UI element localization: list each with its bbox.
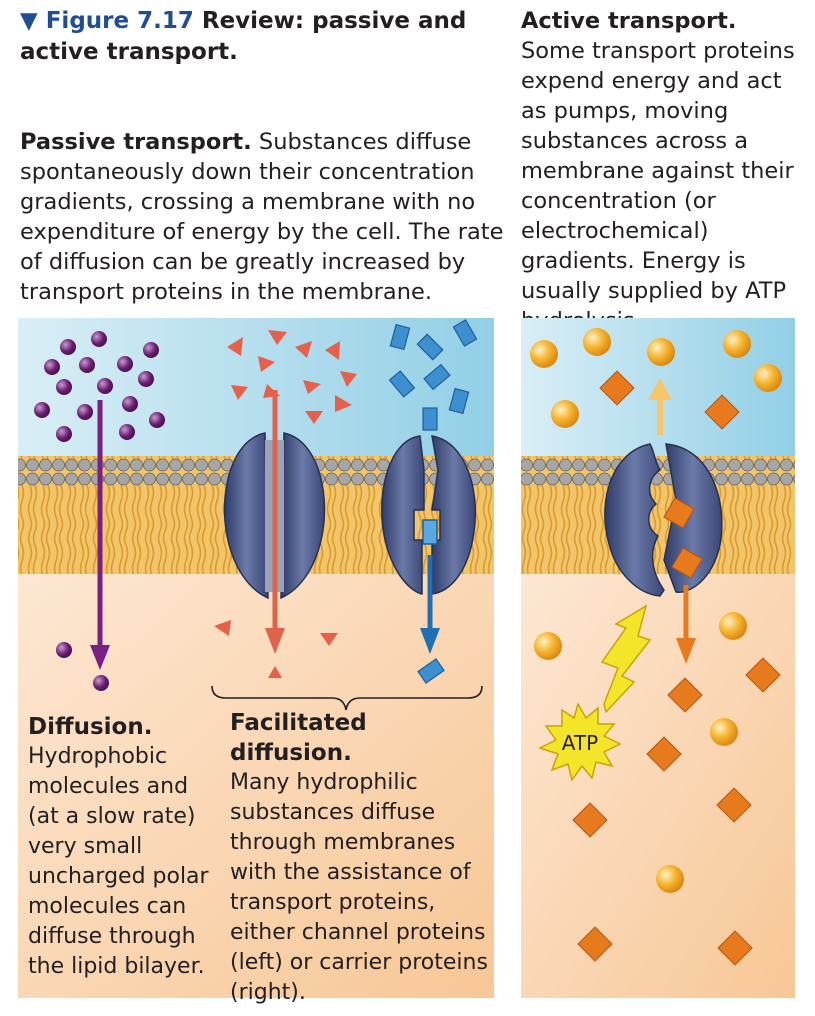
cytoplasm-active <box>521 574 795 998</box>
active-transport-caption: Active transport. Some transport protein… <box>521 6 811 336</box>
passive-body: Substances diffuse spontaneously down th… <box>20 129 504 305</box>
passive-heading: Passive transport. <box>20 129 252 155</box>
figure-number: Figure 7.17 <box>45 8 194 34</box>
diffusion-body: Hydrophobic molecules and (at a slow rat… <box>28 744 209 979</box>
active-panel <box>521 318 795 998</box>
facilitated-caption: Facilitated diffusion. Many hydrophilic … <box>230 708 490 1008</box>
energy-bolt <box>600 604 652 714</box>
figure-title-text: Review: passive and active transport. <box>20 8 467 65</box>
atp-label: ATP <box>562 731 598 755</box>
facilitated-brace <box>211 685 483 711</box>
hydrophobic-molecules <box>34 331 165 691</box>
cytoplasm <box>18 574 494 998</box>
passive-transport-caption: Passive transport. Substances diffuse sp… <box>20 127 510 307</box>
figure-title: ▼ Figure 7.17 Review: passive and active… <box>20 6 490 68</box>
active-heading: Active transport. <box>521 8 737 34</box>
diffusion-caption: Diffusion. Hydrophobic molecules and (at… <box>28 712 218 982</box>
atp-star: ATP <box>538 702 622 782</box>
solute-spheres <box>530 328 782 893</box>
channel-protein <box>223 390 326 654</box>
hydrophilic-ions <box>214 330 357 678</box>
figure-marker: ▼ <box>20 8 38 34</box>
facilitated-body: Many hydrophilic substances diffuse thro… <box>230 770 488 1005</box>
active-body: Some transport proteins expend energy an… <box>521 38 795 334</box>
transported-diamonds <box>572 370 781 966</box>
carrier-substrates <box>388 319 478 684</box>
diffusion-arrow <box>90 400 110 670</box>
diffusion-heading: Diffusion. <box>28 714 153 740</box>
facilitated-heading: Facilitated diffusion. <box>230 710 367 766</box>
carrier-protein <box>381 435 477 654</box>
